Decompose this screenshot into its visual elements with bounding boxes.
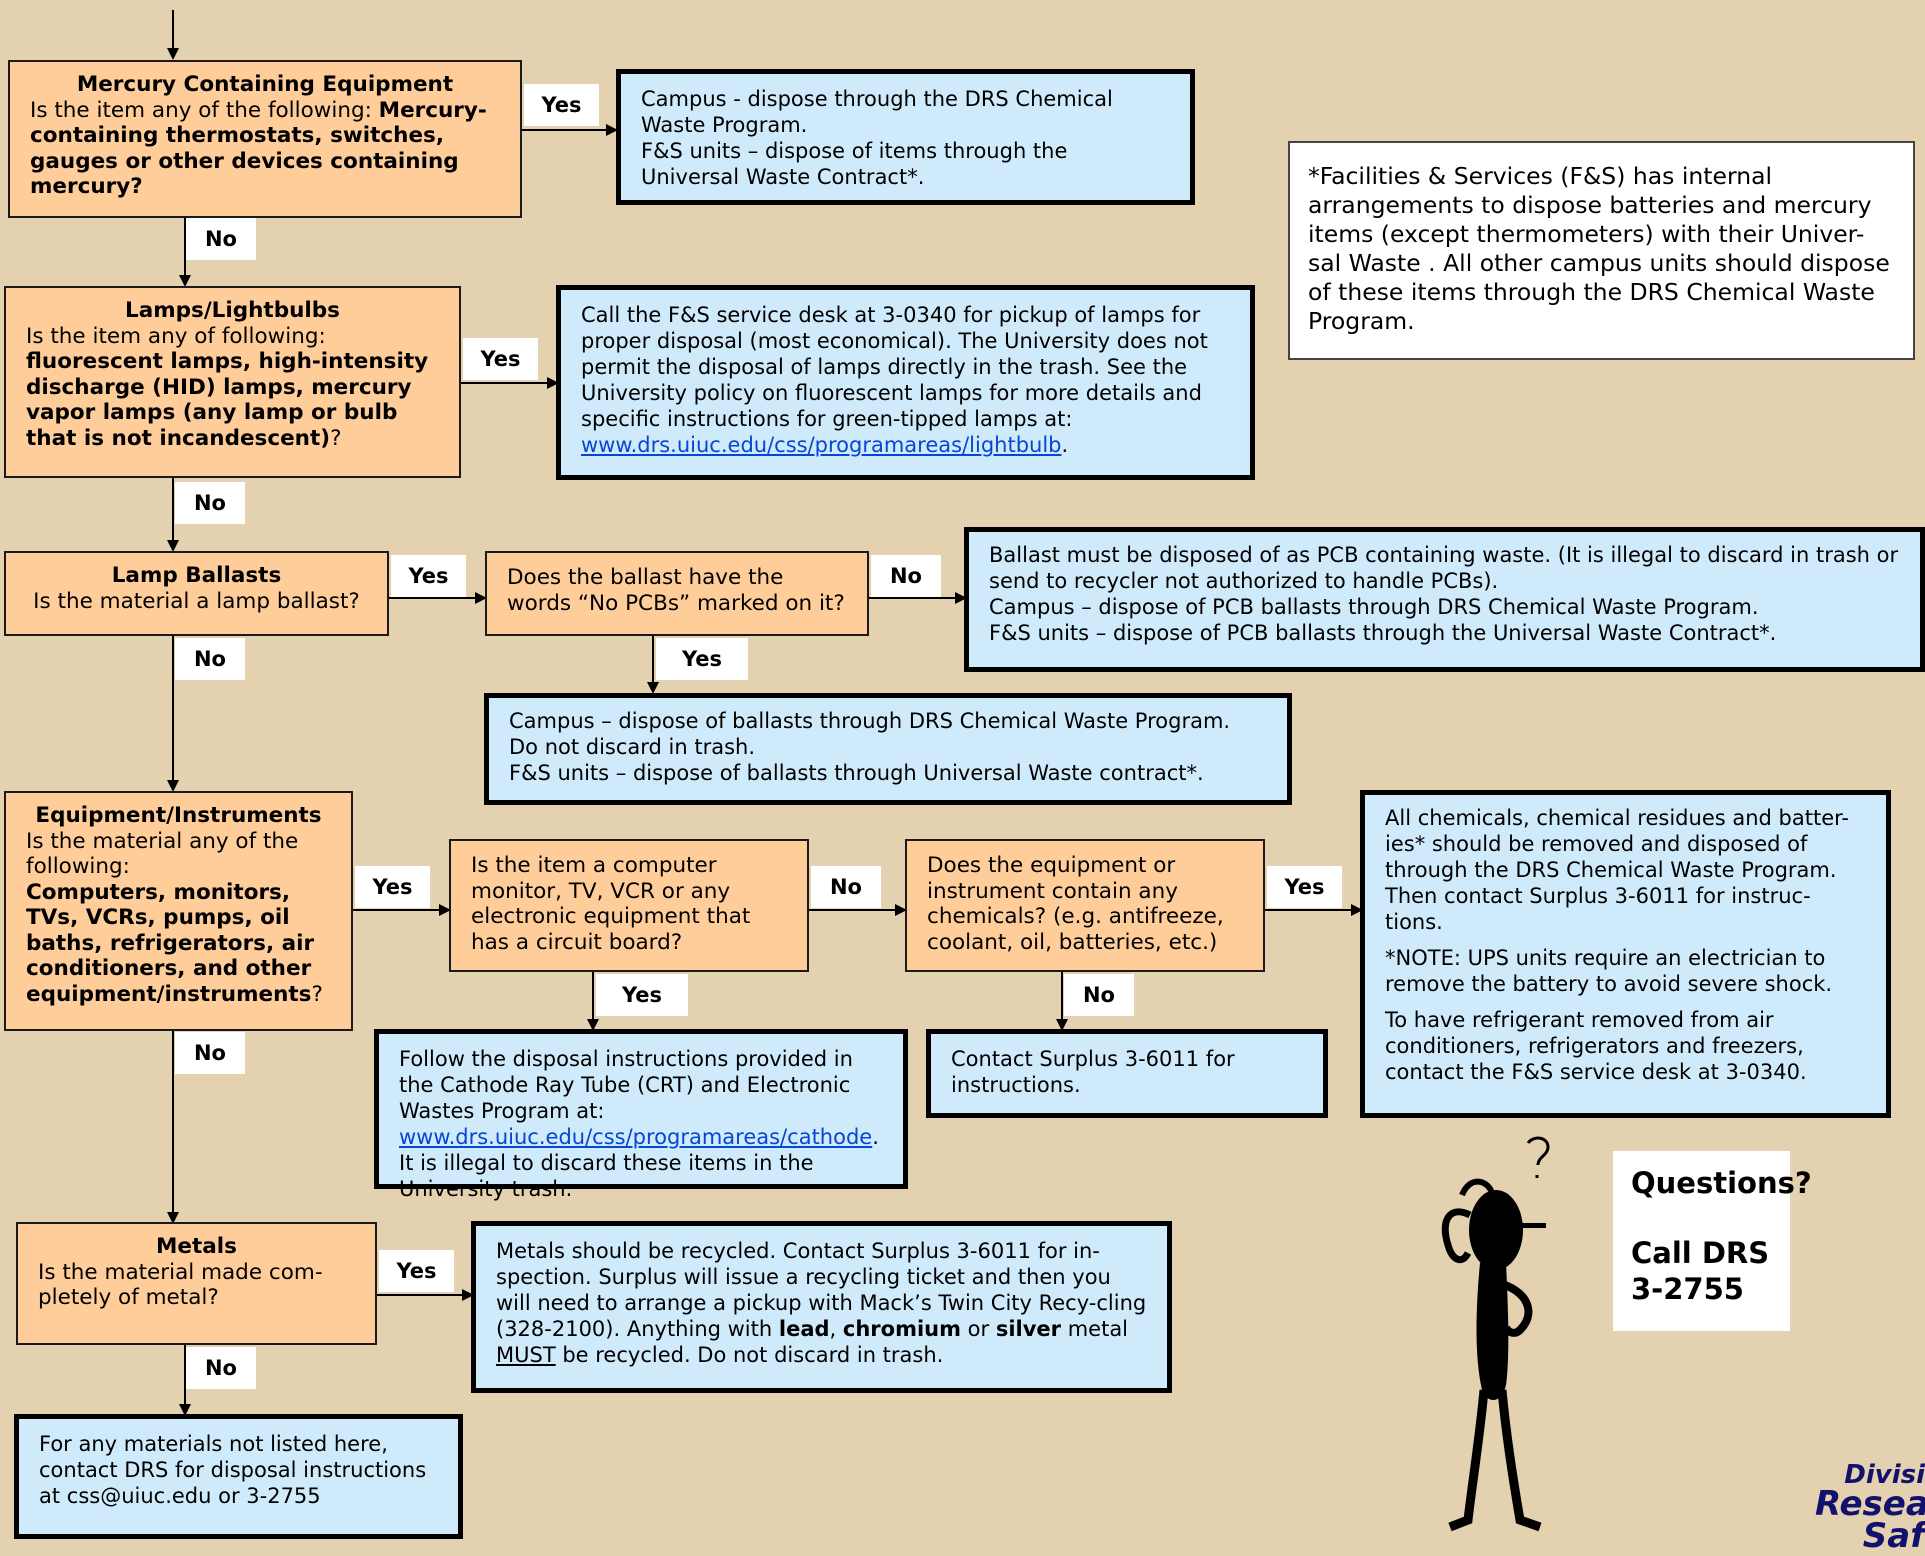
yes-label: Yes [524,84,599,126]
metals-answer-box: Metals should be recycled. Contact Surpl… [471,1221,1172,1393]
comma-text: , [829,1317,843,1341]
chemicals-answer-box: All chemicals, chemical residues and bat… [1360,790,1891,1118]
lamps-question-end: ? [330,425,342,451]
lamps-answer-text: Call the F&S service desk at 3-0340 for … [581,303,1208,431]
lamps-question-bold: fluorescent lamps, high-intensity discha… [26,349,429,451]
equipment-question-box: Equipment/Instruments Is the material an… [4,791,353,1031]
logo-line-3: Saf [1862,1516,1925,1556]
no-label: No [175,482,245,524]
metals-answer-text: Metals should be recycled. Contact Surpl… [496,1239,1147,1341]
no-label: No [175,638,245,680]
lamps-title: Lamps/Lightbulbs [125,298,340,323]
metals-title: Metals [156,1234,237,1259]
no-label: No [186,1347,256,1389]
mercury-title: Mercury Containing Equipment [76,72,454,97]
no-label: No [175,1032,245,1074]
pcb-answer-box: Ballast must be disposed of as PCB conta… [964,527,1925,672]
lightbulb-link[interactable]: www.drs.uiuc.edu/css/programareas/lightb… [581,433,1062,457]
pcb-answer-illegal: Ballast must be disposed of as PCB conta… [989,543,1899,593]
footnote-box: *Facilities & Services (F&S) has interna… [1288,141,1915,360]
metals-answer-end: be recycled. Do not discard in trash. [555,1343,944,1367]
yes-label: Yes [355,866,430,908]
crt-answer-text: Follow the disposal instructions provide… [399,1047,853,1123]
thinking-figure-clipart [1441,1136,1550,1532]
equipment-title: Equipment/Instruments [35,803,322,828]
pcb-question-box: Does the ballast have the words “No PCBs… [485,551,869,636]
pcb-answer-fs: F&S units – dispose of PCB ballasts thro… [989,621,1777,645]
no-pcb-answer-box: Campus – dispose of ballasts through DRS… [484,693,1292,805]
pcb-answer-campus: Campus – dispose of PCB ballasts through… [989,595,1759,619]
mercury-answer-fs: F&S units – dispose of items through the… [641,139,1068,189]
lamps-answer-box: Call the F&S service desk at 3-0340 for … [556,285,1255,480]
chemicals-answer-refrigerant: To have refrigerant removed from air con… [1385,1008,1807,1084]
equipment-question-text: Is the material any of the following: [26,828,299,880]
ballasts-question-text: Is the material a lamp ballast? [33,588,360,614]
yes-label: Yes [656,638,748,680]
drs-logo: Divisi Resea Saf [1815,1460,1925,1556]
no-label: No [811,866,881,908]
computer-question-box: Is the item a computer monitor, TV, VCR … [449,839,809,972]
questions-box: Questions? Call DRS 3-2755 [1613,1151,1812,1331]
yes-label: Yes [596,974,688,1016]
lamps-question-text: Is the item any of following: [26,323,326,349]
yes-label: Yes [463,338,538,380]
no-label: No [871,555,941,597]
no-chemicals-answer-box: Contact Surplus 3-6011 for instructions. [926,1029,1328,1118]
equipment-question-end: ? [311,981,323,1007]
or-text: or [961,1317,996,1341]
lamps-question-box: Lamps/Lightbulbs Is the item any of foll… [4,286,461,478]
no-pcb-answer-trash: Do not discard in trash. [509,735,756,759]
metals-question-text: Is the material made com-pletely of meta… [38,1259,323,1311]
no-pcb-answer-fs: F&S units – dispose of ballasts through … [509,761,1204,785]
crt-answer-end: . It is illegal to discard these items i… [399,1125,879,1201]
must-text: MUST [496,1343,556,1367]
chemicals-question-box: Does the equipment or instrument contain… [905,839,1265,972]
logo-line-1: Divisi [1844,1460,1925,1490]
metals-question-box: Metals Is the material made com-pletely … [16,1222,377,1345]
no-label: No [1064,974,1134,1016]
metal-text: metal [1061,1317,1129,1341]
ballasts-title: Lamp Ballasts [111,563,282,588]
questions-heading: Questions? [1631,1166,1812,1200]
chromium-text: chromium [842,1317,961,1341]
other-materials-box: For any materials not listed here, conta… [14,1414,463,1539]
mercury-answer-campus: Campus - dispose through the DRS Chemica… [641,87,1113,137]
chemicals-answer-remove: All chemicals, chemical residues and bat… [1385,806,1849,934]
yes-label: Yes [1267,866,1342,908]
lead-text: lead [778,1317,830,1341]
no-pcb-answer-campus: Campus – dispose of ballasts through DRS… [509,709,1231,733]
mercury-answer-box: Campus - dispose through the DRS Chemica… [616,69,1195,205]
crt-answer-box: Follow the disposal instructions provide… [374,1029,908,1201]
cathode-link[interactable]: www.drs.uiuc.edu/css/programareas/cathod… [399,1125,873,1149]
mercury-question-bold: Mercury-containing thermostats, switches… [30,97,487,200]
yes-label: Yes [391,555,466,597]
no-label: No [186,218,256,260]
chemicals-answer-ups-note: *NOTE: UPS units require an electrician … [1385,946,1833,996]
mercury-question-text: Is the item any of the following: [30,97,379,123]
lamps-answer-end: . [1061,433,1069,457]
silver-text: silver [995,1317,1062,1341]
yes-label: Yes [379,1250,454,1292]
questions-contact: Call DRS 3-2755 [1631,1236,1770,1306]
mercury-question-box: Mercury Containing Equipment Is the item… [8,60,522,218]
ballasts-question-box: Lamp Ballasts Is the material a lamp bal… [4,551,389,636]
logo-line-2: Resea [1815,1484,1925,1524]
equipment-question-bold: Computers, monitors, TVs, VCRs, pumps, o… [26,879,315,1007]
